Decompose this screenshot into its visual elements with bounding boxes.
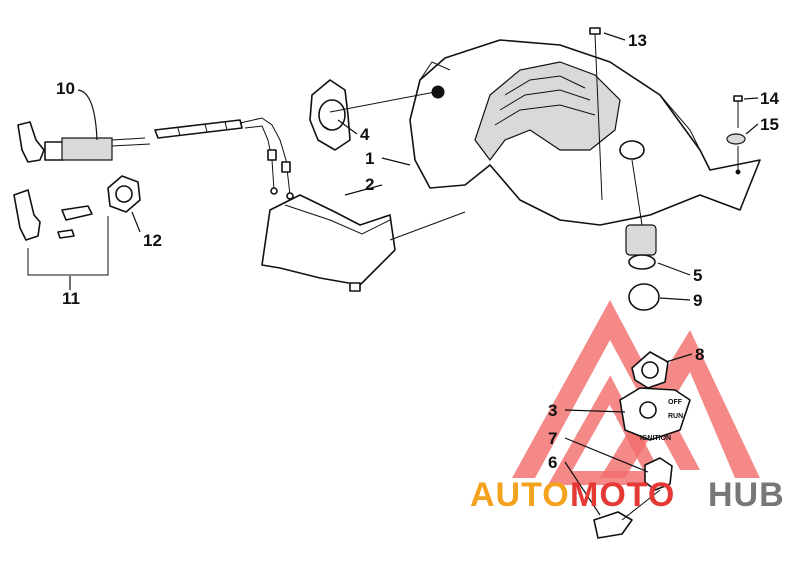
console-housing	[409, 39, 761, 226]
lower-cover	[261, 194, 466, 292]
callout-3: 3	[548, 401, 557, 420]
watermark-auto: AUTO	[470, 476, 570, 514]
switch-ignition-label: IGNITION	[640, 435, 671, 442]
callout-labels: 10 1 2 4 13 14 15 5 9 8 3 7 6 12 11	[56, 31, 779, 472]
switch-off-label: OFF	[668, 399, 683, 406]
callout-5: 5	[693, 266, 702, 285]
watermark-hub: HUB	[708, 476, 785, 514]
callout-4: 4	[360, 125, 370, 144]
ignition-switch-stack: OFF RUN IGNITION	[593, 159, 691, 539]
watermark-logo	[512, 300, 760, 485]
callout-9: 9	[693, 291, 702, 310]
callout-6: 6	[548, 453, 557, 472]
callout-8: 8	[695, 345, 704, 364]
watermark-moto: MOTO	[570, 476, 675, 514]
callout-2: 2	[365, 175, 374, 194]
callout-13: 13	[628, 31, 647, 50]
callout-15: 15	[760, 115, 779, 134]
callout-10: 10	[56, 79, 75, 98]
callout-1: 1	[365, 149, 374, 168]
lock-cylinder	[17, 121, 151, 163]
callout-leaders	[69, 32, 759, 516]
callout-12: 12	[143, 231, 162, 250]
cables	[154, 91, 436, 200]
mounting-plate	[309, 79, 351, 151]
lever-set	[13, 189, 109, 276]
callout-14: 14	[760, 89, 779, 108]
switch-run-label: RUN	[668, 413, 683, 420]
screw-washer	[726, 95, 746, 170]
ring-nut	[107, 175, 141, 213]
callout-11: 11	[62, 289, 80, 308]
callout-7: 7	[548, 429, 557, 448]
watermark-text: AUTO MOTO HUB	[470, 476, 785, 514]
screw-13	[589, 27, 603, 201]
